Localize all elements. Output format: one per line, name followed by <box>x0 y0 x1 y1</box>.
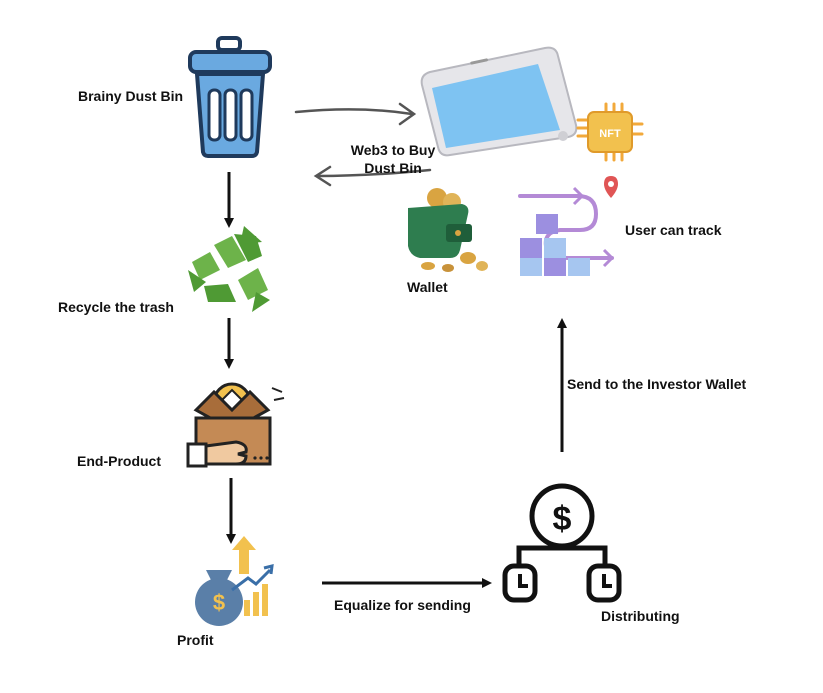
smartphone-icon <box>420 46 578 157</box>
label-profit: Profit <box>177 632 214 648</box>
label-equalize-sending: Equalize for sending <box>334 597 471 613</box>
label-brainy-dust-bin: Brainy Dust Bin <box>78 88 184 104</box>
label-distributing: Distributing <box>601 608 680 624</box>
label-web3-line2: Dust Bin <box>364 160 422 176</box>
svg-text:$: $ <box>553 500 572 538</box>
label-web3-buy: Web3 to Buy Dust Bin <box>338 141 448 177</box>
box-product-icon <box>186 382 285 468</box>
svg-text:$: $ <box>213 590 225 615</box>
label-web3-line1: Web3 to Buy <box>350 142 436 158</box>
profit-bag-icon: $ <box>195 536 274 626</box>
wallet-icon <box>408 188 488 272</box>
tracking-route-icon <box>518 176 618 276</box>
label-end-product: End-Product <box>77 453 161 469</box>
label-send-investor-wallet: Send to the Investor Wallet <box>567 376 747 392</box>
nft-badge-label: NFT <box>599 128 621 140</box>
label-wallet: Wallet <box>407 279 448 295</box>
web3-arrows <box>294 102 432 187</box>
recycle-icon <box>188 226 270 312</box>
trash-bin-icon <box>188 36 272 158</box>
label-recycle-trash: Recycle the trash <box>58 299 174 315</box>
flow-arrows <box>224 172 567 588</box>
nft-chip-icon: NFT <box>576 102 644 162</box>
distributing-dollar-icon: $ <box>502 483 622 603</box>
label-user-can-track: User can track <box>625 222 722 238</box>
arrow-phone-to-bin <box>316 168 432 178</box>
arrow-bin-to-phone <box>294 108 414 116</box>
